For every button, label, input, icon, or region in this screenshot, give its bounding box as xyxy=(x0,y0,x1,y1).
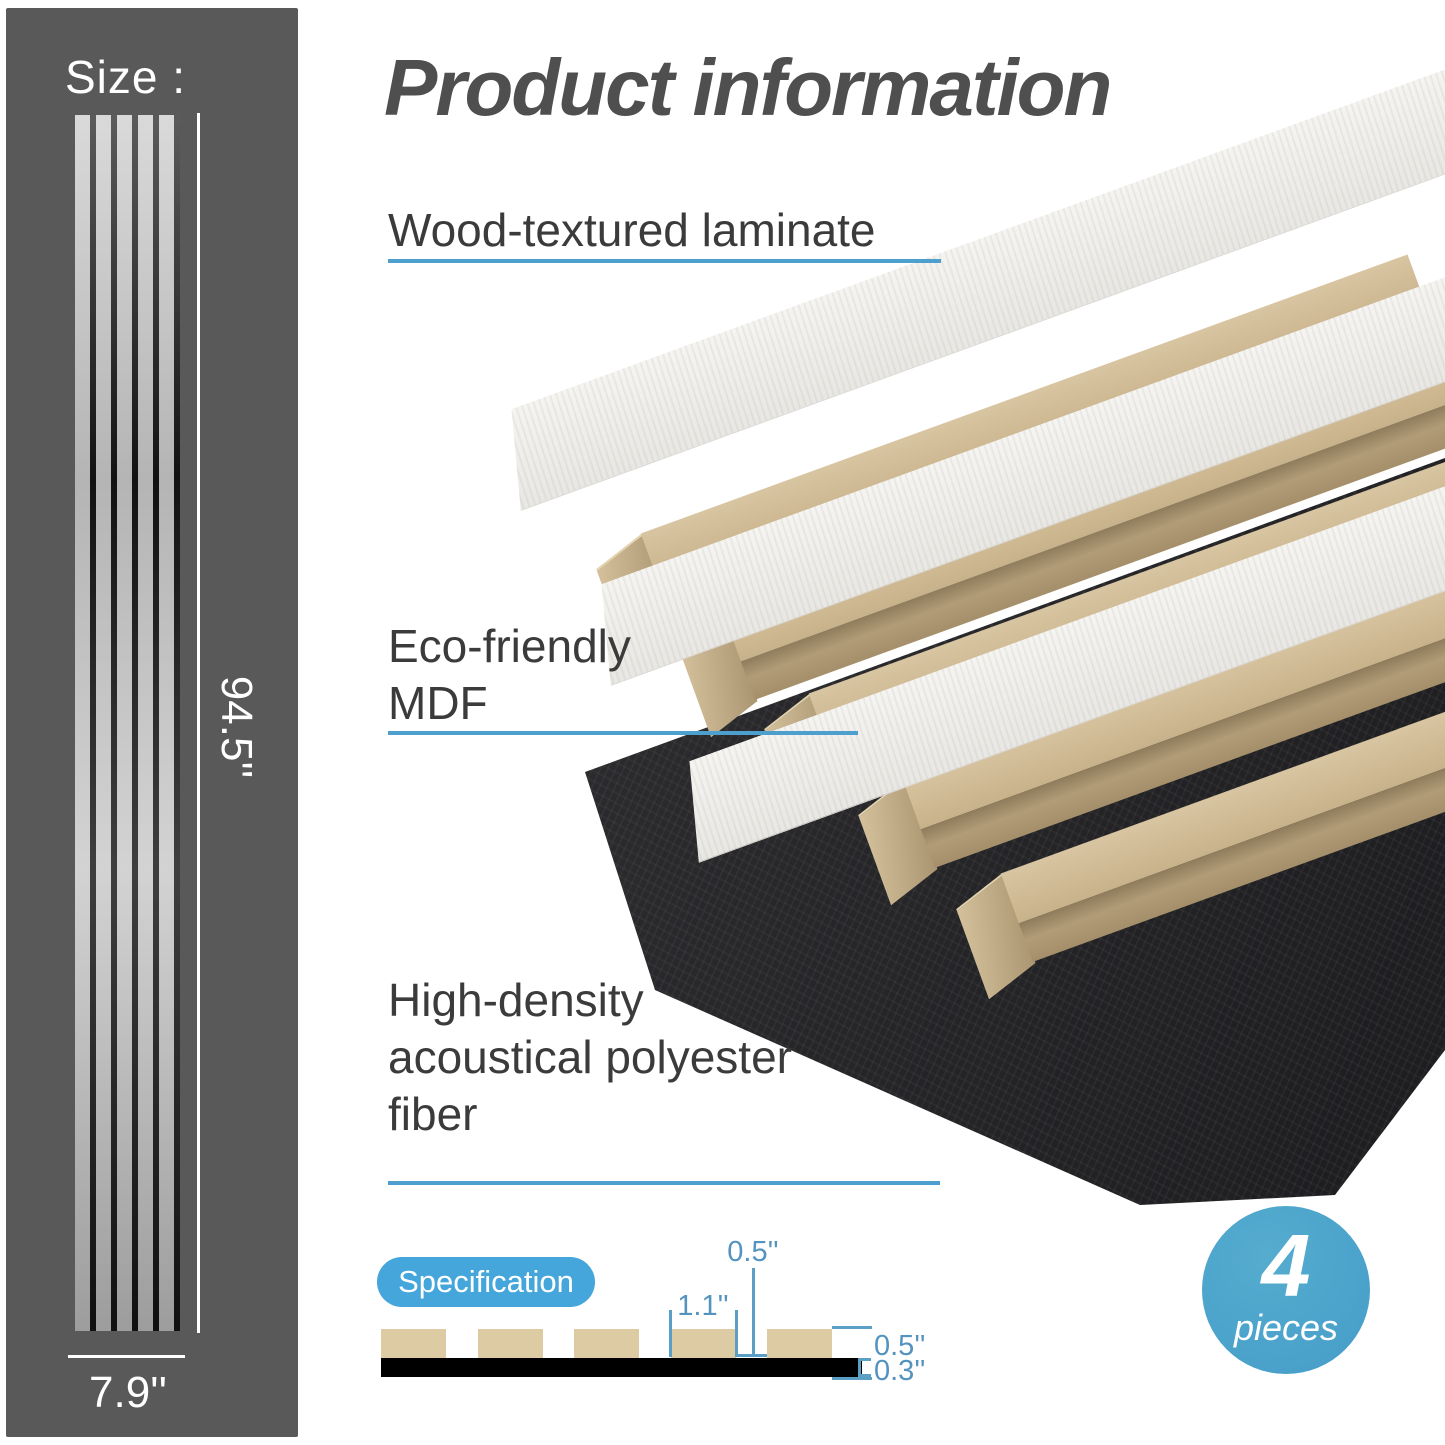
spec-slat xyxy=(574,1329,639,1358)
annotation-line: Wood-textured laminate xyxy=(388,204,876,256)
annotation-line: High-density xyxy=(388,974,644,1026)
spec-slat xyxy=(478,1329,543,1358)
dimension-line xyxy=(832,1326,872,1329)
spec-slat xyxy=(767,1329,832,1358)
dimension-line xyxy=(735,1310,738,1357)
annotation-fiber: High-density acoustical polyester fiber xyxy=(388,972,792,1143)
annotation-line: fiber xyxy=(388,1088,478,1140)
height-dimension-line xyxy=(197,113,200,1333)
spec-slat xyxy=(381,1329,446,1358)
annotation-line: Eco-friendly xyxy=(388,620,631,672)
size-sidebar: Size : 94.5'' 7.9'' xyxy=(6,8,298,1437)
annotation-laminate: Wood-textured laminate xyxy=(388,202,876,259)
dimension-line xyxy=(858,1359,861,1377)
slat-panel-thumbnail xyxy=(75,115,180,1331)
dimension-line xyxy=(752,1268,755,1357)
specification-badge: Specification xyxy=(377,1257,595,1307)
dimension-slat-thickness: 0.5'' xyxy=(874,1330,926,1362)
quantity-unit: pieces xyxy=(1233,1307,1339,1348)
dimension-line xyxy=(858,1358,871,1361)
page-title: Product information xyxy=(384,43,1112,132)
size-label: Size : xyxy=(65,51,187,103)
dimension-slat-gap: 0.5'' xyxy=(727,1236,779,1268)
quantity-value: 4 xyxy=(1261,1216,1311,1315)
width-dimension-line xyxy=(68,1355,185,1358)
annotation-mdf: Eco-friendly MDF xyxy=(388,618,631,732)
annotation-line: MDF xyxy=(388,677,488,729)
dimension-base-thickness: 0.3'' xyxy=(874,1355,926,1387)
spec-base-bar xyxy=(381,1358,862,1377)
dimension-line xyxy=(858,1374,871,1377)
quantity-badge: 4 pieces xyxy=(1202,1206,1370,1374)
annotation-line: acoustical polyester xyxy=(388,1031,792,1083)
dimension-line xyxy=(832,1377,872,1380)
annotation-underline-laminate xyxy=(388,259,941,263)
dimension-line xyxy=(669,1310,672,1357)
spec-slat xyxy=(671,1329,736,1358)
panel-width-value: 7.9'' xyxy=(89,1368,167,1417)
annotation-underline-mdf xyxy=(388,731,858,735)
dimension-line xyxy=(736,1354,767,1357)
dimension-slat-width: 1.1'' xyxy=(677,1290,729,1322)
annotation-underline-fiber xyxy=(388,1181,940,1185)
